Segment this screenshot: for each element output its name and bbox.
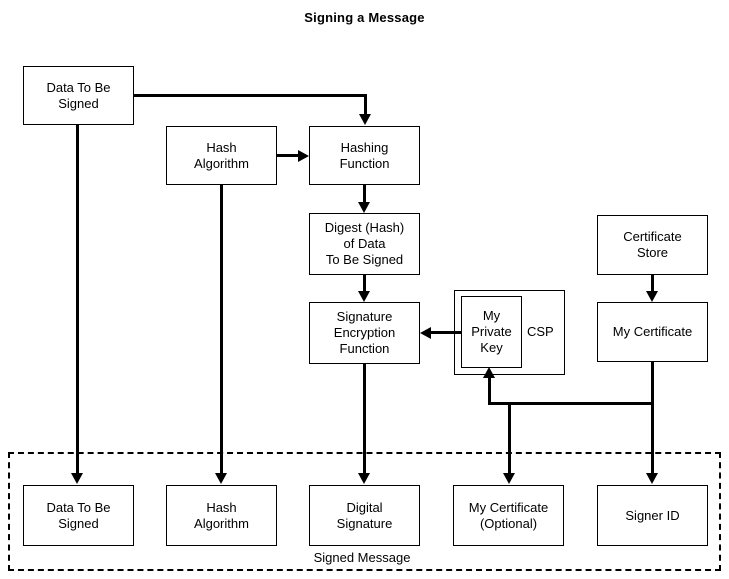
edge-digest-to-sigenc [363,275,366,293]
node-label: Signature Encryption Function [333,309,396,356]
node-label: Digest (Hash) of Data To Be Signed [324,220,405,267]
edge-data-to-hashing-v [364,94,367,115]
node-label: My Private Key [471,308,512,355]
edge-privkey-to-sigenc [431,331,461,334]
node-label: Hash Algorithm [194,499,249,531]
arrow-branch-to-optcert [503,473,515,484]
arrow-data-to-hashing [359,114,371,125]
edge-sigenc-to-digitalsig [363,364,366,476]
page-title: Signing a Message [304,10,425,25]
node-label: Data To Be Signed [46,499,111,531]
arrow-mycert-to-signerid [646,473,658,484]
node-my-certificate[interactable]: My Certificate [597,302,708,362]
node-label: My Certificate [612,324,693,339]
node-label: My Certificate (Optional) [468,499,549,531]
arrow-branch-to-privkey [483,367,495,378]
node-data-to-be-signed-bottom[interactable]: Data To Be Signed [23,485,134,546]
edge-data-top-to-bottom [76,125,79,476]
node-label: Signer ID [625,507,680,523]
node-data-to-be-signed-top[interactable]: Data To Be Signed [23,66,134,125]
edge-hashing-to-digest [363,185,366,204]
node-my-private-key[interactable]: My Private Key [461,296,522,368]
node-hash-algorithm-bottom[interactable]: Hash Algorithm [166,485,277,546]
signed-message-label: Signed Message [313,550,411,565]
node-digest[interactable]: Digest (Hash) of Data To Be Signed [309,213,420,275]
node-label: Digital Signature [336,499,393,531]
csp-label: CSP [527,324,554,339]
edge-hashalg-to-hashing [277,154,299,157]
edge-data-to-hashing-h [133,94,367,97]
node-hashing-function[interactable]: Hashing Function [309,126,420,185]
arrow-digest-to-sigenc [358,291,370,302]
edge-branch-down-to-optcert [508,402,511,476]
arrow-certstore-to-mycert [646,291,658,302]
node-label: Certificate Store [623,229,682,260]
arrow-hashalg-to-hashing [298,150,309,162]
node-signer-id[interactable]: Signer ID [597,485,708,546]
node-label: Data To Be Signed [46,79,111,111]
node-label: Hash Algorithm [194,139,249,171]
node-my-certificate-optional[interactable]: My Certificate (Optional) [453,485,564,546]
arrow-data-top-to-bottom [71,473,83,484]
edge-certstore-to-mycert [651,275,654,293]
edge-mycert-branch-h [488,402,653,405]
arrow-hashing-to-digest [358,202,370,213]
node-hash-algorithm-top[interactable]: Hash Algorithm [166,126,277,185]
arrow-sigenc-to-digitalsig [358,473,370,484]
node-digital-signature[interactable]: Digital Signature [309,485,420,546]
edge-branch-up-to-privkey [488,378,491,404]
arrow-privkey-to-sigenc [420,327,431,339]
arrow-hashalg-top-to-bottom [215,473,227,484]
node-signature-encryption-function[interactable]: Signature Encryption Function [309,302,420,364]
edge-hashalg-top-to-bottom [220,185,223,476]
edge-mycert-down [651,362,654,476]
node-certificate-store[interactable]: Certificate Store [597,215,708,275]
node-label: Hashing Function [339,139,390,171]
